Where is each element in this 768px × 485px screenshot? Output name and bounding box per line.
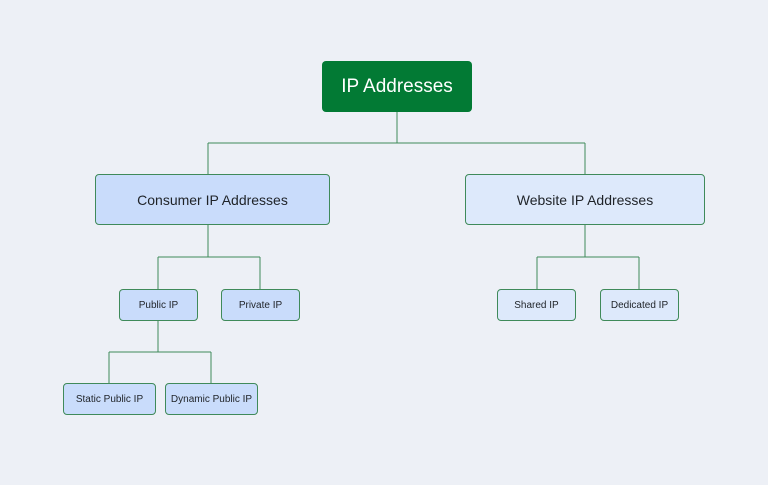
node-website-ip-addresses: Website IP Addresses xyxy=(465,174,705,225)
root-node-ip-addresses: IP Addresses xyxy=(322,61,472,112)
node-consumer-ip-addresses: Consumer IP Addresses xyxy=(95,174,330,225)
node-shared-ip: Shared IP xyxy=(497,289,576,321)
node-dedicated-ip: Dedicated IP xyxy=(600,289,679,321)
private-ip-label: Private IP xyxy=(238,299,283,311)
shared-ip-label: Shared IP xyxy=(514,299,559,311)
website-node-label: Website IP Addresses xyxy=(516,191,654,208)
root-node-label: IP Addresses xyxy=(341,75,453,97)
node-dynamic-public-ip: Dynamic Public IP xyxy=(165,383,258,415)
connector-consumer-to-children xyxy=(157,225,261,289)
consumer-node-label: Consumer IP Addresses xyxy=(137,191,288,208)
public-ip-label: Public IP xyxy=(138,299,179,311)
node-private-ip: Private IP xyxy=(221,289,300,321)
static-public-ip-label: Static Public IP xyxy=(75,393,144,405)
dedicated-ip-label: Dedicated IP xyxy=(610,299,669,311)
connector-root-to-branches xyxy=(207,112,586,174)
dynamic-public-ip-label: Dynamic Public IP xyxy=(170,393,253,405)
connector-website-to-children xyxy=(536,225,640,289)
node-public-ip: Public IP xyxy=(119,289,198,321)
node-static-public-ip: Static Public IP xyxy=(63,383,156,415)
connector-public-to-children xyxy=(108,321,212,383)
